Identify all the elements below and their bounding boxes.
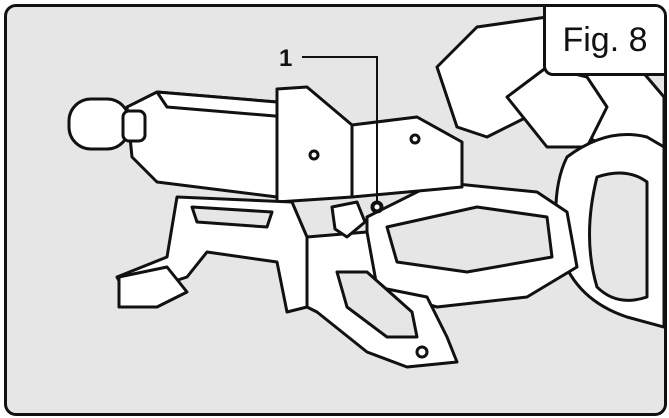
foot-left <box>117 265 189 309</box>
callout-number: 1 <box>279 45 293 72</box>
base-front-cutout <box>335 270 419 339</box>
lock-knob <box>67 97 131 151</box>
fence-upright <box>275 85 354 204</box>
turntable-slot <box>385 205 554 274</box>
figure-frame: 1 Fig. 8 <box>4 4 667 416</box>
miter-saw-illustration <box>67 15 664 369</box>
callout-leader <box>302 56 378 202</box>
fence-right <box>350 115 464 199</box>
knob-collar <box>121 109 147 143</box>
motor-ring <box>588 171 649 302</box>
base-grip <box>190 205 274 229</box>
fence-screw-2 <box>409 133 421 145</box>
mount-hole <box>415 345 429 359</box>
bevel-knob <box>330 200 367 239</box>
figure-label: Fig. 8 <box>543 7 664 76</box>
fence-screw-1 <box>308 149 320 161</box>
